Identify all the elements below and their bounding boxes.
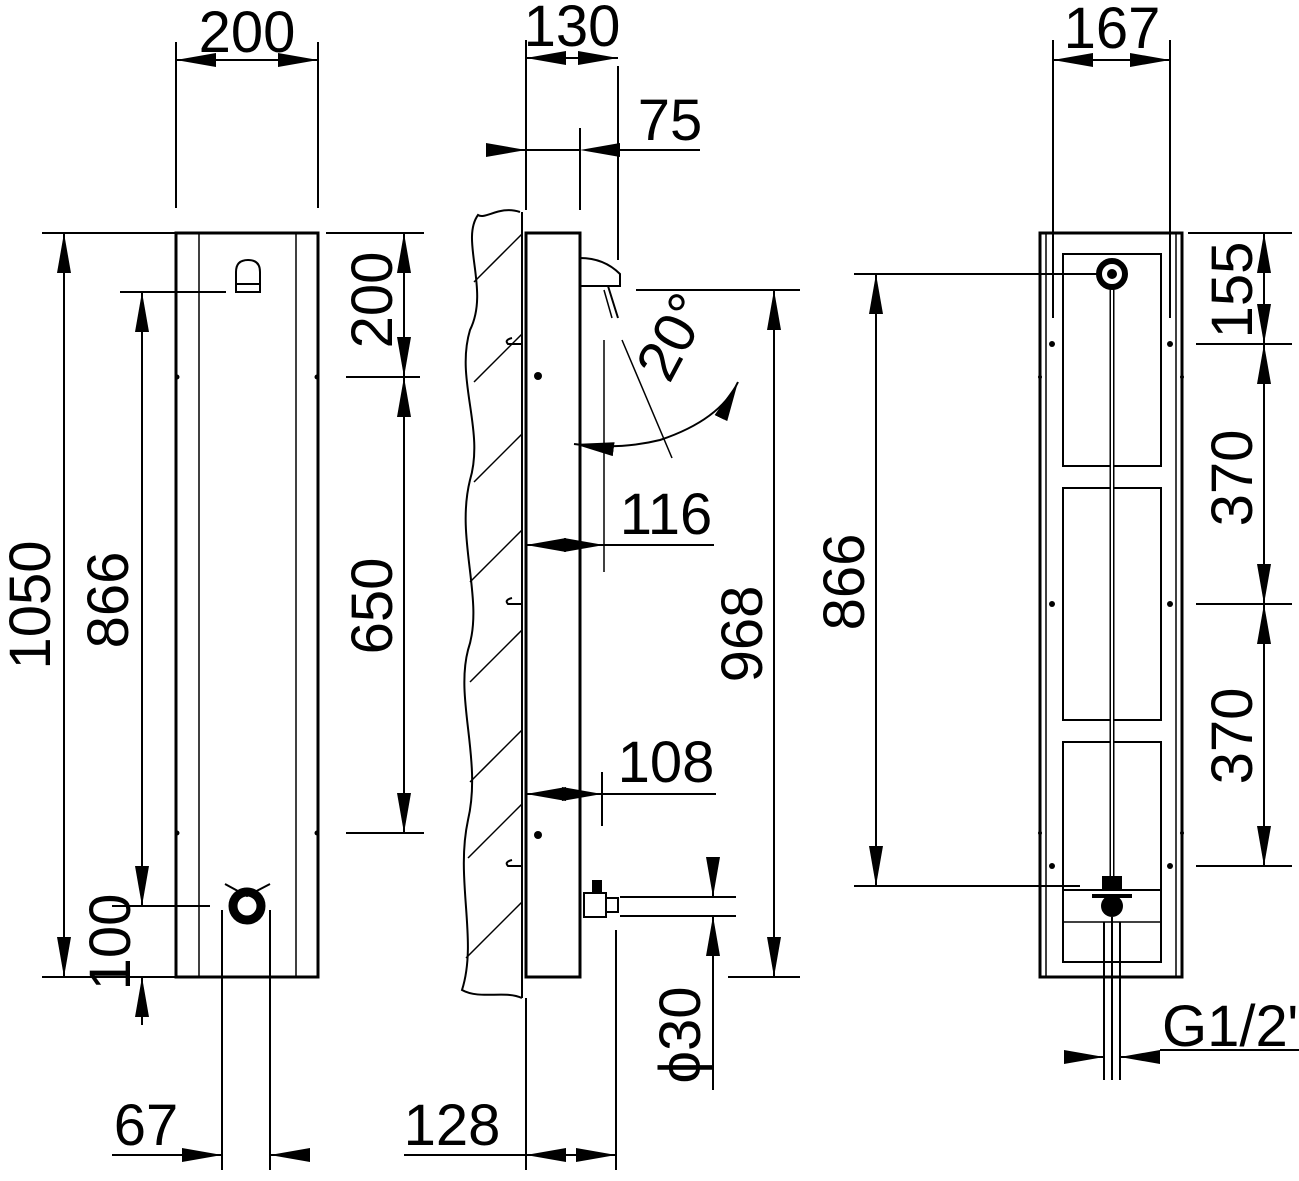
dim-side-top-spacing: 200: [340, 252, 405, 349]
dim-side-pipe-diameter: ϕ30: [648, 987, 713, 1084]
valve-icon: [224, 883, 271, 925]
dim-rear-upper-spacing: 370: [1200, 430, 1265, 527]
shower-head-side-icon: [579, 256, 621, 319]
dim-side-upper-depth: 116: [620, 482, 712, 547]
wall-hatching: [465, 233, 523, 959]
wall-outline: [460, 209, 523, 999]
dim-front-outlet-height: 866: [76, 552, 141, 649]
dim-rear-width: 167: [1064, 0, 1161, 61]
dim-rear-outlet-height: 866: [812, 534, 877, 631]
rear-view: 167 866 155 370 370 G1/2": [812, 0, 1299, 1080]
front-panel: [174, 231, 320, 979]
dim-front-width: 200: [199, 0, 296, 65]
dim-front-inlet-offset: 67: [114, 1093, 179, 1158]
dim-side-lower-depth: 108: [618, 730, 715, 795]
front-view: 200 1050 866 100 67: [0, 0, 320, 1170]
shower-head-icon: [235, 258, 261, 293]
dim-rear-lower-spacing: 370: [1200, 688, 1265, 785]
dim-rear-top-spacing: 155: [1200, 242, 1265, 339]
side-view: 130 75 200 650 968 20° 116: [326, 0, 800, 1170]
dim-front-height: 1050: [0, 540, 63, 669]
dim-front-inlet-height: 100: [78, 894, 143, 991]
rear-outlet-icon: [1096, 258, 1128, 290]
dim-side-head-offset: 75: [638, 88, 703, 153]
valve-side-icon: [583, 880, 619, 918]
dim-side-bottom-depth: 128: [404, 1093, 501, 1158]
dim-side-head-height: 968: [710, 586, 775, 683]
side-panel: [524, 231, 582, 979]
dim-side-spray-angle: 20°: [623, 283, 722, 391]
dim-side-depth: 130: [524, 0, 621, 59]
dim-side-mid-spacing: 650: [340, 558, 405, 655]
dim-rear-connection: G1/2": [1162, 994, 1299, 1059]
